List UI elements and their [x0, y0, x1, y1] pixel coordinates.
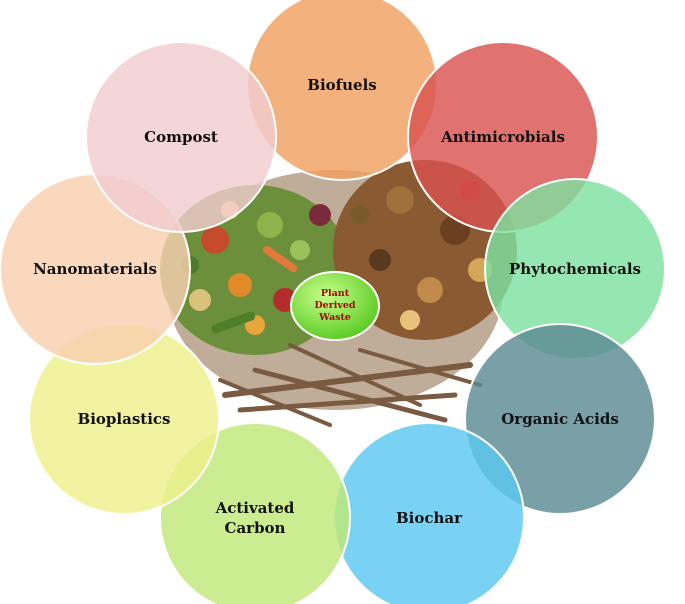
- compost-label: Compost: [144, 127, 218, 147]
- organic-acids-circle: [464, 323, 656, 515]
- center-label-line: Waste: [319, 311, 351, 323]
- nanomaterials-label: Nanomaterials: [33, 259, 157, 279]
- phytochemicals-label-line: Phytochemicals: [509, 259, 641, 278]
- organic-acids-label-line: Organic Acids: [501, 409, 619, 428]
- center-label-line: Derived: [314, 300, 356, 312]
- bioplastics-label-line: Bioplastics: [77, 409, 171, 428]
- compost-label-line: Compost: [144, 127, 218, 146]
- antimicrobials-label: Antimicrobials: [441, 127, 565, 147]
- activated-carbon-label-line: Carbon: [224, 519, 286, 537]
- center-label-line: Plant: [320, 288, 350, 300]
- center-label: Plant Derived Waste: [314, 288, 355, 324]
- activated-carbon-label-line: Activated: [215, 498, 295, 517]
- biofuels-label: Biofuels: [307, 75, 376, 95]
- biochar-label: Biochar: [396, 508, 462, 528]
- antimicrobials-label-line: Antimicrobials: [441, 127, 565, 146]
- biofuels-label-line: Biofuels: [307, 75, 377, 94]
- compost-circle: [85, 41, 277, 233]
- phytochemicals-label: Phytochemicals: [509, 259, 641, 279]
- nanomaterials-label-line: Nanomaterials: [33, 259, 157, 278]
- organic-acids-label: Organic Acids: [501, 409, 619, 429]
- activated-carbon-circle: [159, 422, 351, 604]
- bioplastics-label: Bioplastics: [78, 409, 171, 429]
- center-circle: [290, 271, 380, 341]
- biochar-label-line: Biochar: [395, 508, 463, 527]
